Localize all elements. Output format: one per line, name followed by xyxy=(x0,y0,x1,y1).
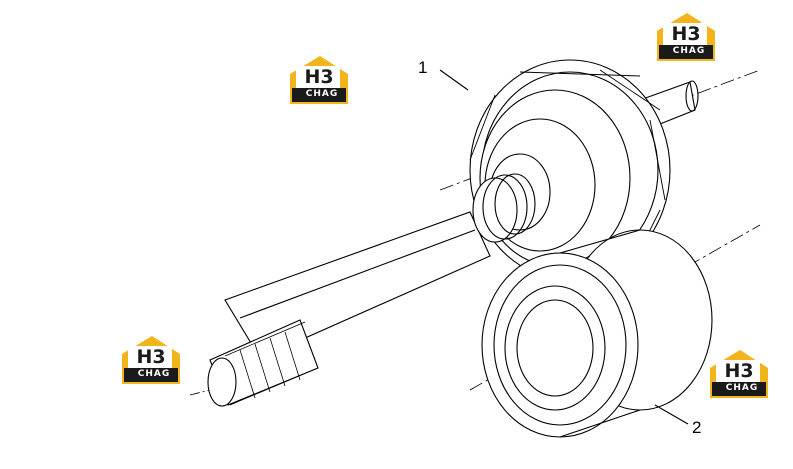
lower-gear xyxy=(481,229,713,438)
shaft-collar xyxy=(472,173,536,243)
watermark-logo: H3 CHAG xyxy=(653,11,717,61)
callout-2: 2 xyxy=(692,418,702,437)
watermark-logo: H3 CHAG xyxy=(286,54,350,104)
splined-end xyxy=(207,319,319,407)
leader-line-2 xyxy=(654,404,689,425)
watermark-mark: H3 xyxy=(304,66,334,88)
watermark-mark: H3 xyxy=(136,346,166,368)
callout-1: 1 xyxy=(418,58,428,77)
leader-line-1 xyxy=(439,69,469,91)
watermark-mark: H3 xyxy=(724,360,754,382)
watermark-text: CHAG xyxy=(305,89,339,99)
watermark-text: CHAG xyxy=(672,46,706,56)
main-shaft xyxy=(224,211,491,359)
watermark-mark: H3 xyxy=(671,23,701,45)
watermark-text: CHAG xyxy=(137,369,171,379)
watermark-logo: H3 CHAG xyxy=(706,348,770,398)
watermark-logo: H3 CHAG xyxy=(118,334,182,384)
upper-gear xyxy=(469,59,671,281)
watermark-text: CHAG xyxy=(725,383,759,393)
